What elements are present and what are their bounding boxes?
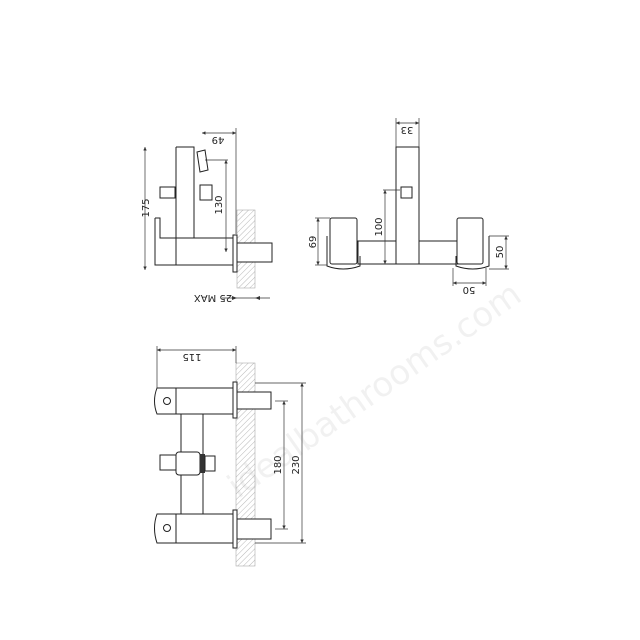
diverter-nozzle <box>204 455 216 472</box>
dim-25-max: 25 MAX <box>194 292 232 303</box>
diverter-body <box>175 451 201 476</box>
dim-69: 69 <box>308 236 319 249</box>
bottom-flange <box>232 509 238 549</box>
mixer-column <box>395 146 420 265</box>
diverter-square <box>400 186 413 199</box>
top-pipe <box>236 391 272 410</box>
right-handle-base <box>455 236 490 270</box>
top-flange <box>232 381 238 419</box>
bottom-handle <box>154 513 236 544</box>
top-handle <box>154 387 236 415</box>
bottom-pipe <box>236 518 272 540</box>
dim-100: 100 <box>374 217 385 236</box>
right-knob <box>199 184 213 201</box>
dim-230: 230 <box>291 455 302 474</box>
left-knob <box>159 186 176 199</box>
dim-50-depth: 50 <box>495 246 506 259</box>
mixer-body <box>175 146 195 238</box>
dim-33: 33 <box>401 124 414 135</box>
left-handle <box>329 217 358 265</box>
lever-handle <box>196 149 209 173</box>
dim-175: 175 <box>141 198 152 217</box>
diverter-knob <box>159 454 177 471</box>
right-handle <box>456 217 484 265</box>
diverter-ring <box>200 454 205 473</box>
dim-49: 49 <box>212 134 225 145</box>
wall-pipe <box>236 242 273 263</box>
top-view: 115 180 230 <box>154 346 306 567</box>
front-view: 33 100 69 50 50 <box>308 118 509 295</box>
left-handle-base <box>326 236 361 270</box>
wall-hatch <box>235 362 256 567</box>
dim-115: 115 <box>182 351 201 362</box>
spout <box>154 217 234 266</box>
dim-180: 180 <box>273 455 284 474</box>
watermark: idealbathrooms.com <box>220 274 529 507</box>
side-view: 175 49 130 25 MAX <box>141 128 273 303</box>
wall-flange <box>232 234 238 273</box>
dim-50-width: 50 <box>463 284 476 295</box>
dim-130: 130 <box>214 195 225 214</box>
